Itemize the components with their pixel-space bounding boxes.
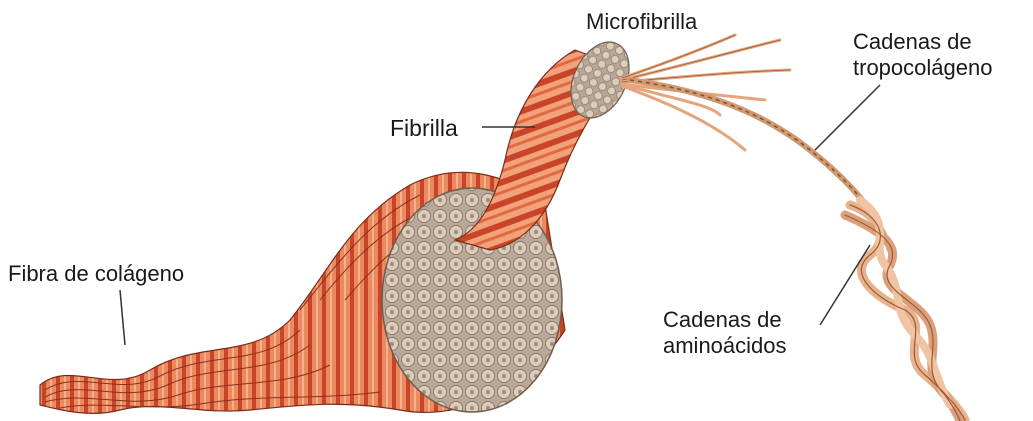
- microfibril-strands: [622, 35, 790, 150]
- amino-acid-triple-helix: [845, 200, 965, 421]
- label-amino-line2: aminoácidos: [663, 333, 787, 359]
- label-microfibrilla: Microfibrilla: [586, 9, 697, 35]
- label-tropo-line2: tropocolágeno: [853, 55, 992, 81]
- collagen-fiber: [40, 172, 565, 413]
- label-tropo-line1: Cadenas de: [853, 29, 992, 55]
- label-cadenas-aminoacidos: Cadenas de aminoácidos: [663, 307, 787, 359]
- label-fibrilla: Fibrilla: [390, 115, 458, 141]
- label-cadenas-tropocolageno: Cadenas de tropocolágeno: [853, 29, 992, 81]
- fibril: [455, 33, 640, 250]
- label-fibra-colageno: Fibra de colágeno: [8, 261, 184, 287]
- leader-fibra-colageno: [120, 290, 125, 345]
- leader-tropocolageno: [815, 85, 880, 150]
- label-amino-line1: Cadenas de: [663, 307, 787, 333]
